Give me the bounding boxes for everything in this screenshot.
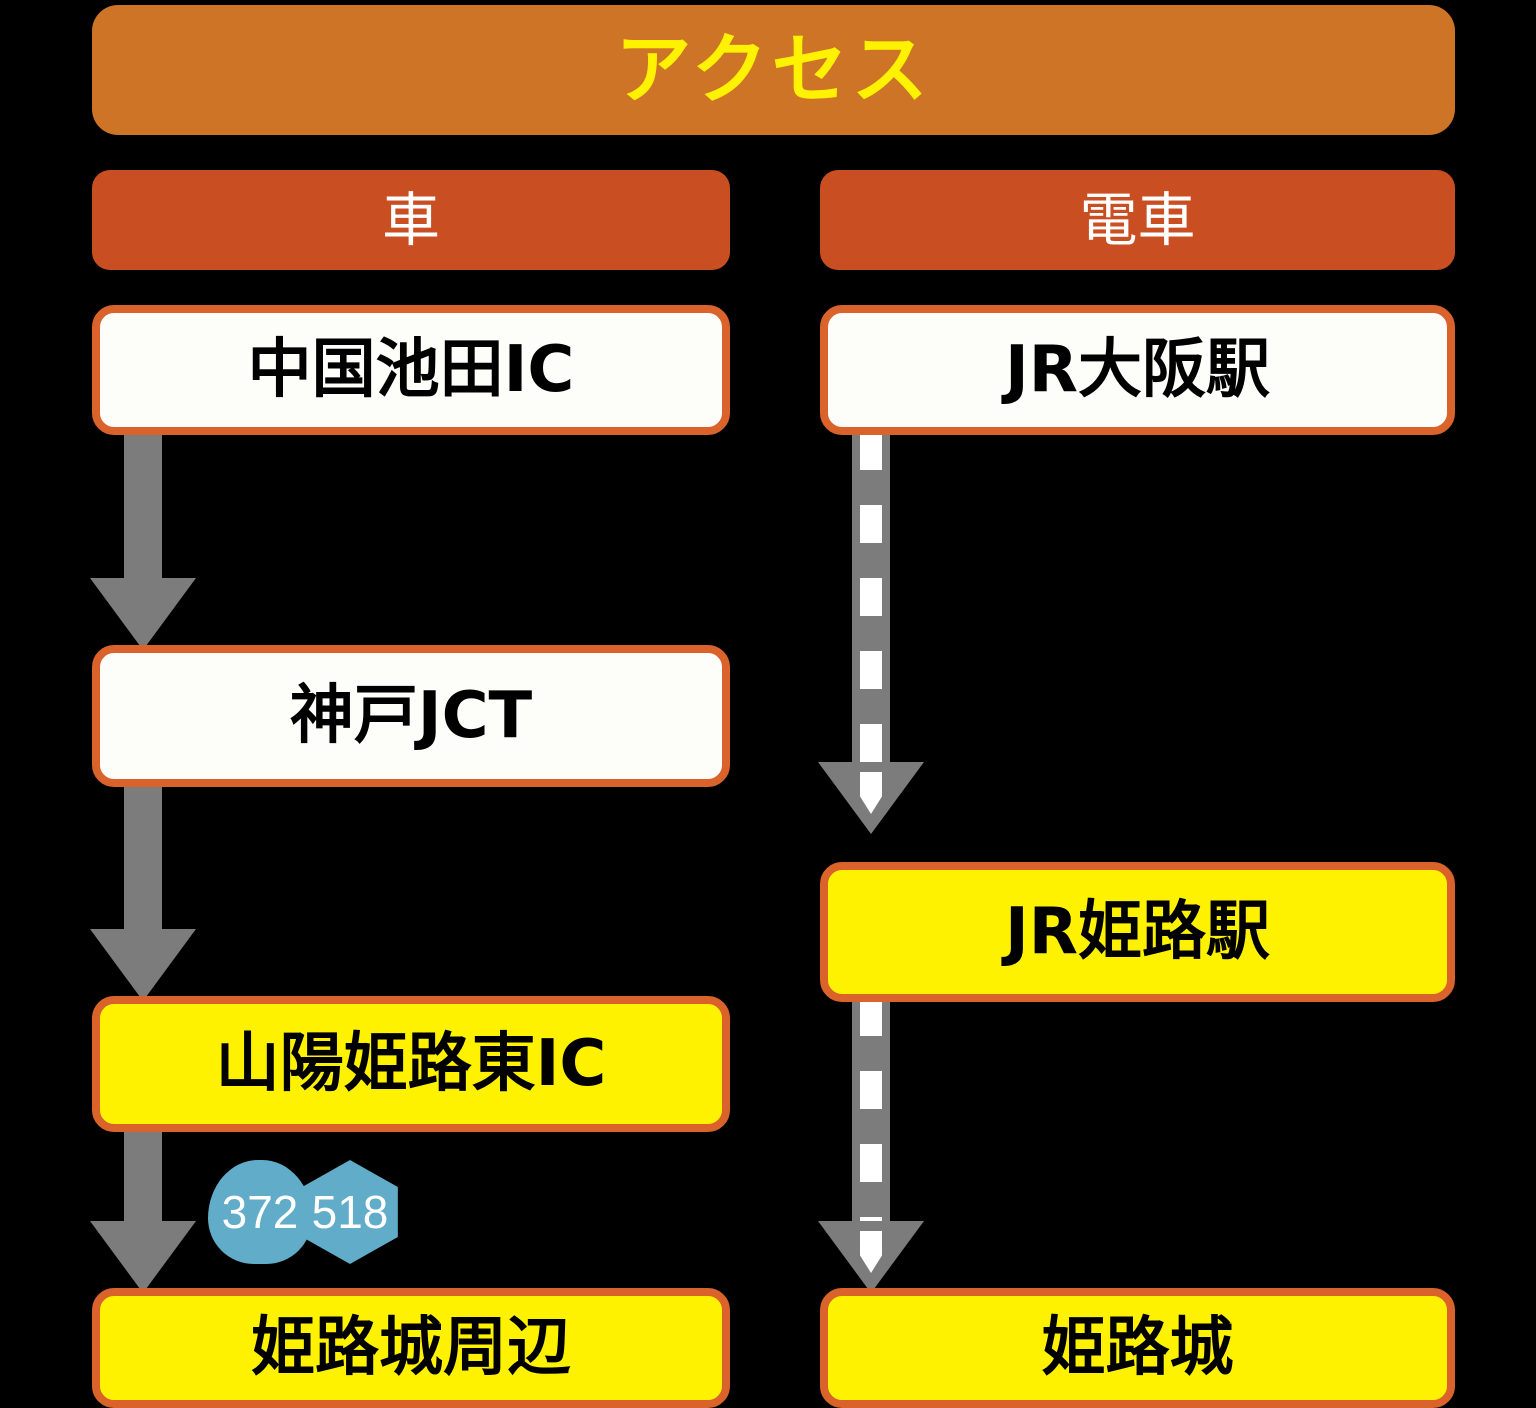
column-header-train: 電車 bbox=[820, 170, 1455, 270]
arrow-stem bbox=[124, 1128, 162, 1224]
arrow-down-car-3 bbox=[90, 1128, 196, 1293]
arrow-head bbox=[90, 1221, 196, 1293]
node-kobe-jct[interactable]: 神戸JCT bbox=[92, 645, 730, 787]
node-himeji-castle-area-label: 姫路城周辺 bbox=[251, 1311, 571, 1385]
node-jr-himeji-station-label: JR姫路駅 bbox=[1004, 895, 1271, 969]
node-himeji-castle[interactable]: 姫路城 bbox=[820, 1288, 1455, 1408]
route-badge-518: 518 bbox=[302, 1160, 398, 1264]
arrow-dashes bbox=[860, 432, 882, 766]
node-jr-osaka-station-label: JR大阪駅 bbox=[1004, 333, 1271, 407]
arrow-stem bbox=[124, 783, 162, 933]
node-sanyo-himeji-east-ic[interactable]: 山陽姫路東IC bbox=[92, 996, 730, 1132]
column-header-car: 車 bbox=[92, 170, 730, 270]
node-himeji-castle-label: 姫路城 bbox=[1041, 1311, 1234, 1385]
node-himeji-castle-area[interactable]: 姫路城周辺 bbox=[92, 1288, 730, 1408]
column-header-car-label: 車 bbox=[381, 186, 440, 254]
node-chugoku-ikeda-ic-label: 中国池田IC bbox=[247, 333, 575, 407]
node-chugoku-ikeda-ic[interactable]: 中国池田IC bbox=[92, 305, 730, 435]
arrow-dashes bbox=[860, 998, 882, 1225]
route-badge-518-number: 518 bbox=[311, 1186, 389, 1238]
route-badge-372: 372 bbox=[208, 1160, 312, 1264]
arrow-down-train-1 bbox=[818, 432, 924, 834]
arrow-head bbox=[90, 578, 196, 650]
column-header-train-label: 電車 bbox=[1079, 186, 1196, 254]
route-badge-group: 372 518 bbox=[208, 1160, 398, 1264]
arrow-down-car-2 bbox=[90, 783, 196, 1001]
node-jr-himeji-station[interactable]: JR姫路駅 bbox=[820, 862, 1455, 1002]
arrow-down-car-1 bbox=[90, 432, 196, 650]
arrow-head-dash bbox=[860, 772, 882, 814]
page-title-bar: アクセス bbox=[92, 5, 1455, 135]
arrow-down-train-2 bbox=[818, 998, 924, 1293]
arrow-head-dash bbox=[860, 1231, 882, 1273]
node-jr-osaka-station[interactable]: JR大阪駅 bbox=[820, 305, 1455, 435]
node-sanyo-himeji-east-ic-label: 山陽姫路東IC bbox=[215, 1027, 607, 1101]
route-badge-372-number: 372 bbox=[221, 1186, 299, 1238]
arrow-head bbox=[90, 929, 196, 1001]
arrow-stem bbox=[124, 432, 162, 582]
node-kobe-jct-label: 神戸JCT bbox=[289, 679, 533, 753]
page-title: アクセス bbox=[615, 25, 932, 114]
